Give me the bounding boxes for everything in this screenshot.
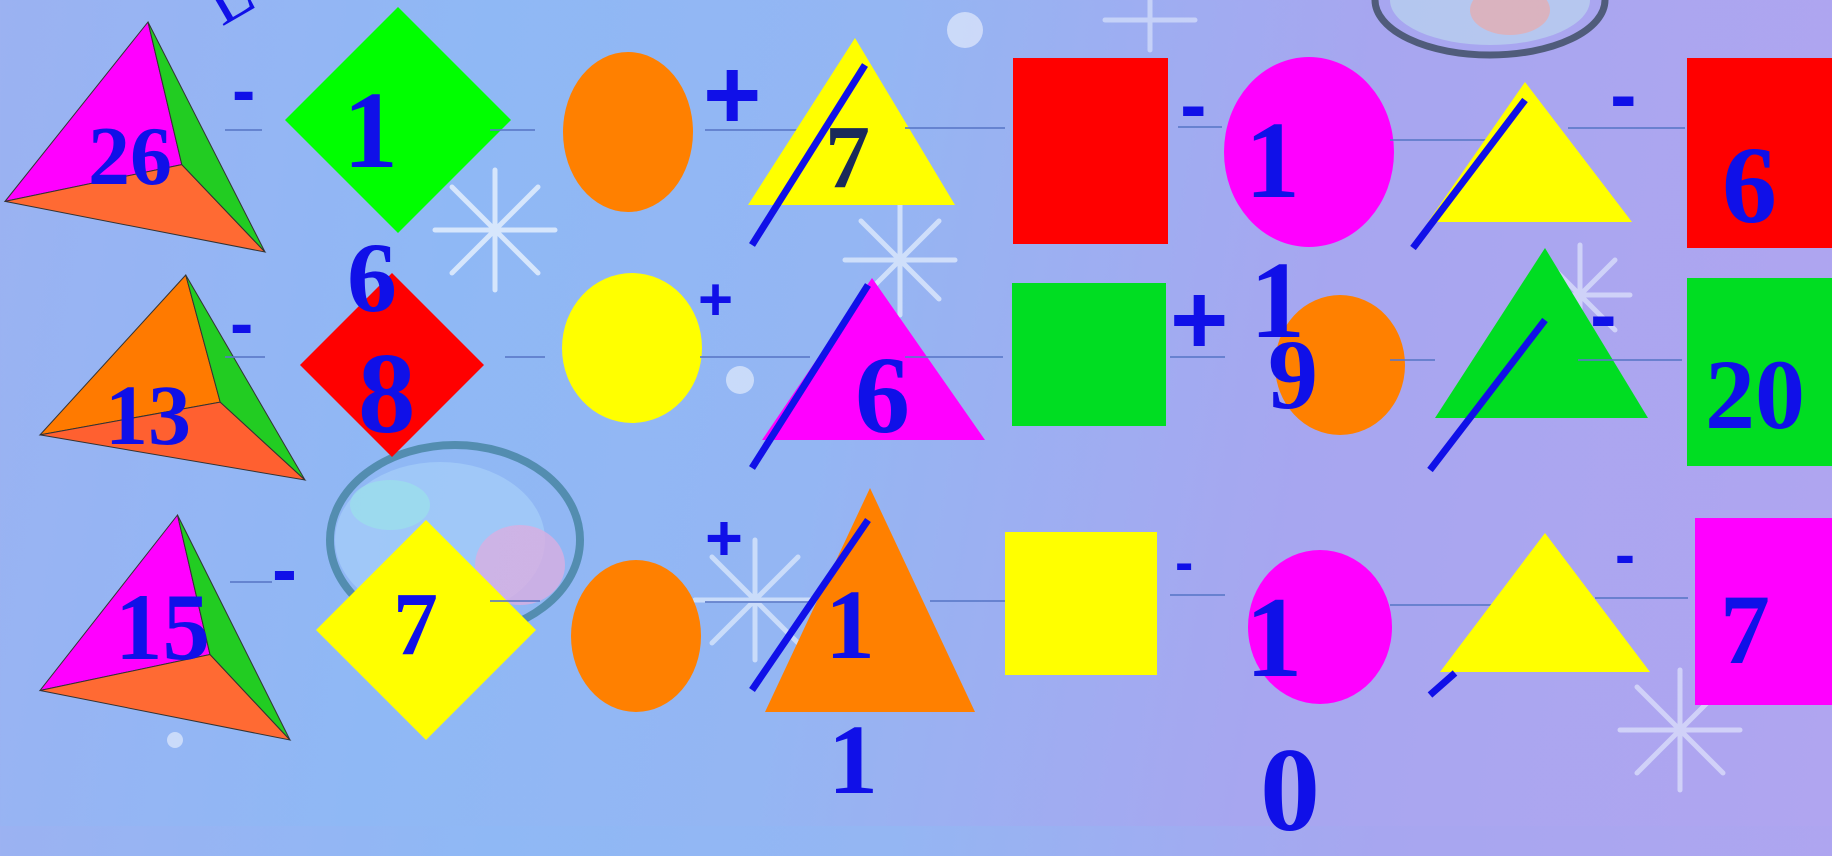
slash-mark [1430,673,1455,695]
operator-sign: - [1610,55,1637,135]
tetrahedron-number: 15 [115,580,210,675]
operator-sign: - [1590,275,1617,355]
circle-shape [562,273,702,423]
circle-number: 1 [1245,105,1300,215]
triangle-number: 1 [825,575,875,675]
extra-number: 0 [1260,730,1320,850]
operator-sign: - [1615,525,1635,585]
shapes-layer [0,0,1832,826]
diamond-shape [285,7,511,233]
circle-shape [563,52,693,212]
square-number: 7 [1720,580,1770,680]
triangle-number: 7 [825,113,870,203]
operator-sign: + [698,270,733,330]
square-number: 6 [1722,130,1777,240]
extra-number: 1 [828,710,878,810]
square-number: 20 [1705,345,1805,445]
operator-sign: - [1175,535,1193,590]
operator-sign: - [1180,65,1207,145]
diamond-number: 7 [393,580,438,670]
operator-sign: - [272,532,297,607]
triangle-shape [1428,82,1632,222]
circle-shape [571,560,701,712]
operator-sign: + [1170,270,1228,370]
operator-sign: + [703,45,761,145]
diamond-number: 8 [358,336,416,451]
operator-sign: - [232,55,255,125]
diamond-number: 1 [343,75,398,185]
triangle-number: 6 [855,340,910,450]
circle-number: 1 [1245,580,1303,695]
square-shape [1005,532,1157,675]
circle-number: 9 [1268,325,1318,425]
operator-sign: + [705,505,743,570]
square-shape [1012,283,1166,426]
tetrahedron-number: 13 [105,372,191,458]
tetrahedron-number: 26 [88,115,172,199]
square-shape [1013,58,1168,244]
operator-sign: - [230,288,253,358]
extra-number: 6 [347,228,397,328]
